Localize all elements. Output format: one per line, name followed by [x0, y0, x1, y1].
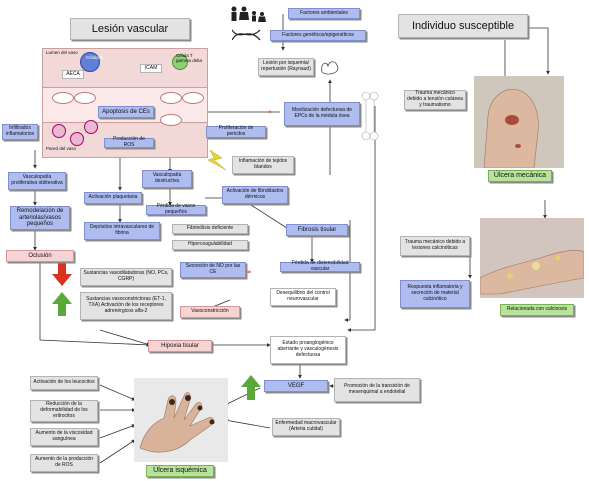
vasoconstriction: Vasoconstricción [180, 306, 240, 318]
ischemic-ulcer-label: Úlcera isquémica [146, 465, 214, 477]
bone-icon [361, 91, 379, 141]
b-cell [80, 52, 100, 72]
b-cell-label: Célula B [86, 55, 104, 60]
family-icon [228, 6, 272, 26]
t-cell [172, 54, 188, 70]
endothelial-cell [74, 92, 96, 104]
ischemia-reperfusion: Lesión por isquemia/ repertusión (Raynau… [258, 58, 314, 76]
icam-label: ICAM [140, 64, 162, 73]
smooth-muscle-cell [52, 124, 66, 138]
remodeling: Remodelación de arteriolas/vasos pequeño… [10, 206, 70, 230]
fibrin-deposits: Depósitos intravasculares de fibrina [84, 222, 160, 240]
leukocyte-activation: Activación de los leucocitos [30, 376, 98, 390]
down-arrow-red [52, 262, 72, 286]
endothelial-cell [182, 92, 204, 104]
vessel-lumen-label: Lumen del vaso [46, 50, 78, 55]
viscosity-increase: Aumento de la viscosidad sanguínea [30, 428, 98, 446]
vasoconstrictors: Sustancias vasoconstrictoras (ET-1, TXA)… [80, 292, 172, 320]
neurovascular-imbalance: Desequilibrio del control neurovascular [270, 288, 336, 306]
susceptible-individual-title: Individuo susceptible [398, 14, 528, 38]
inhibit-mark: × [248, 270, 252, 276]
vegf: VEGF [264, 380, 328, 392]
inhibit-mark: × [268, 110, 272, 116]
proliferative-vasculopathy: Vasculopatía proliferativa obliterativa [8, 172, 66, 190]
ec-apoptosis: Apoptosis de CEs [98, 106, 154, 118]
endothelial-cell [160, 92, 182, 104]
cold-hands-icon [318, 56, 342, 76]
smooth-muscle-cell [70, 132, 84, 146]
up-arrow-green [241, 375, 261, 400]
no-secretion: Secreción de NO por las CE [180, 262, 246, 278]
mechanical-trauma: Trauma mecánico debido a tensión cutánea… [404, 90, 466, 110]
macrovascular-disease: Enfermedad macrovascular (Arteria cubita… [272, 418, 340, 436]
mechanical-ulcer-label: Úlcera mecánica [488, 170, 552, 182]
environmental-factors: Factores ambientales [288, 8, 360, 19]
vasodilators: Sustancias vasodilatadoras (NO, PCs, CGR… [80, 268, 172, 286]
smooth-muscle-cell [84, 120, 98, 134]
ros-increase: Aumento de la producción de ROS [30, 454, 98, 472]
mechanical-ulcer-photo [474, 76, 564, 168]
calcinosis-photo [480, 218, 584, 298]
deficient-fibrinolysis: Fibrinólisis deficiente [172, 224, 248, 234]
lightning-icon [207, 149, 227, 171]
fibroblast-activation: Activación de fibroblastos dérmicos [222, 186, 288, 204]
dna-icon [231, 28, 262, 42]
inflammatory-response: Respuesta inflamatoria y secreción de ma… [400, 280, 470, 308]
calcinotic-trauma: Trauma mecánico debido a lesiones calcin… [400, 236, 470, 256]
tissue-fibrosis: Fibrosis tisular [286, 224, 348, 236]
soft-tissue-inflammation: Inflamación de tejidos blandos [232, 156, 294, 174]
ros-production: Producción de ROS [104, 136, 154, 148]
up-arrow-green [52, 292, 72, 316]
erythrocyte-deformability: Reducción de la deformabilidad de los er… [30, 400, 98, 422]
endothelial-cell [52, 92, 74, 104]
t-cell-label: Célula T gamma delta [176, 53, 203, 63]
occlusion: Oclusión [6, 250, 74, 262]
emt-promotion: Promoción de la transición de mesenquima… [334, 378, 420, 402]
destructive-vasculopathy: Vasculopatía destructiva [142, 170, 192, 188]
inflammatory-infiltrates: Infiltrados inflamatorios [2, 124, 38, 140]
tissue-hypoxia: Hipoxia tisular [148, 340, 212, 352]
ischemic-ulcer-photo [134, 378, 228, 462]
vessel-wall-label: Pared del vaso [46, 146, 77, 151]
hypercoagulability: Hipercoagulabilidad [172, 240, 248, 250]
endothelial-cell [160, 114, 182, 126]
calcinosis-label: Relacionada con calcinosis [500, 304, 574, 316]
genetic-factors: Factores genéticos/epigenéticos [270, 30, 366, 41]
proangiogenic-state: Estado proangiogénico aberrante y vascul… [270, 336, 346, 364]
pericyte-proliferation: Proliferación de pericitos [206, 125, 266, 138]
aeca-label: AECA [62, 70, 84, 79]
distensibility-loss: Pérdida de distensibilidad vascular [280, 260, 360, 272]
small-vessel-loss: Pérdida de vasos pequeños [146, 203, 206, 215]
epc-mobilization: Movilización defectuosa de EPCs de la mé… [284, 102, 360, 126]
vascular-lesion-title: Lesión vascular [70, 18, 190, 40]
platelet-activation: Activación plaquetaria [84, 192, 142, 204]
